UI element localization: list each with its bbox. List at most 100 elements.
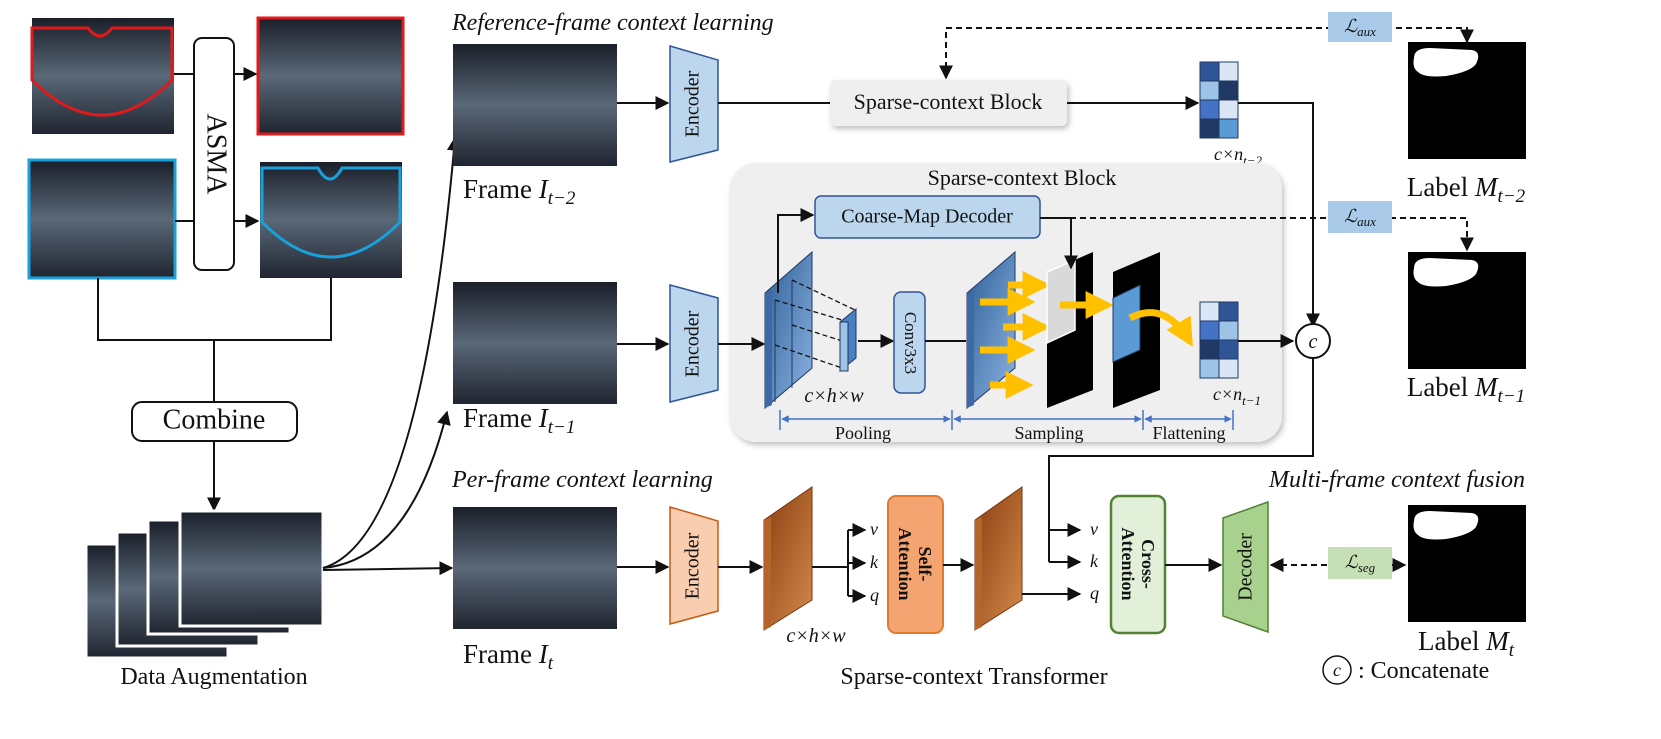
encoder-t1-label: Encoder (682, 310, 704, 377)
svg-text:ℒaux: ℒaux (1344, 16, 1376, 39)
svg-text:Label Mt: Label Mt (1418, 626, 1515, 661)
aux-loss-mid-sub: aux (1357, 214, 1376, 229)
aux-loss-top-sub: aux (1357, 24, 1376, 39)
stage-pooling: Pooling (835, 423, 891, 443)
concatenate-node: c (1295, 323, 1331, 359)
svg-text:Frame It−2: Frame It−2 (463, 174, 576, 209)
label-t-symbol: M (1485, 626, 1510, 656)
frame-t: Frame It (453, 507, 617, 674)
cross-attn-k: k (1090, 551, 1099, 571)
label-t-prefix: Label (1418, 626, 1486, 656)
decoder-label: Decoder (1235, 533, 1257, 601)
conv3x3-label: Conv3x3 (901, 312, 920, 374)
label-t1-symbol: M (1474, 372, 1499, 402)
stage-flattening: Flattening (1153, 423, 1226, 443)
augmentation-section: ASMA Combine Data Augmentation (27, 16, 405, 690)
svg-text:Cross-Attention: Cross-Attention (1118, 528, 1158, 601)
frame-t2-symbol: I (538, 174, 550, 204)
svg-text:Self-Attention: Self-Attention (895, 528, 935, 601)
label-t2-sub: t−2 (1498, 186, 1526, 207)
feature-map-blue-2 (966, 250, 1016, 410)
frame-t2-subscript: t−2 (548, 188, 576, 209)
self-attention-line1: Self- (915, 547, 935, 582)
token-t1-sub: t−1 (1242, 393, 1261, 408)
label-mask-t-minus-2: Label Mt−2 (1407, 42, 1526, 207)
pooling-dims-label: c×h×w (804, 385, 864, 407)
augmented-frame-stack (84, 509, 325, 660)
sparse-panel-title: Sparse-context Block (928, 165, 1117, 190)
self-attn-v: v (870, 519, 878, 539)
svg-text:ℒaux: ℒaux (1344, 206, 1376, 229)
asma-box (193, 37, 235, 271)
augmentation-caption: Data Augmentation (120, 664, 307, 690)
aux-loss-mid-symbol: ℒ (1344, 206, 1358, 226)
cross-attn-q: q (1090, 583, 1099, 603)
encoder-t: Encoder (669, 506, 719, 625)
encoder-t-minus-1: Encoder (669, 284, 719, 403)
ultrasound-source-red (30, 18, 174, 134)
aux-loss-top-symbol: ℒ (1344, 16, 1358, 36)
sparse-context-block-top-label: Sparse-context Block (854, 89, 1043, 114)
frame-t-symbol: I (538, 639, 550, 669)
svg-text:Frame It: Frame It (463, 639, 554, 674)
svg-text:Label Mt−1: Label Mt−1 (1407, 372, 1525, 407)
legend-symbol: c (1333, 660, 1341, 680)
encoder-t-label: Encoder (682, 532, 704, 599)
encoder-t-minus-2: Encoder (669, 45, 719, 163)
frame-t-minus-1: Frame It−1 (453, 282, 617, 438)
encoder-t2-label: Encoder (682, 70, 704, 137)
frame-t1-subscript: t−1 (548, 417, 576, 438)
label-mask-t-minus-1: Label Mt−1 (1407, 252, 1526, 407)
seg-loss-sub: seg (1358, 560, 1376, 575)
transformer-caption: Sparse-context Transformer (840, 664, 1107, 690)
label-t1-prefix: Label (1407, 372, 1475, 402)
frame-t-subscript: t (548, 653, 554, 674)
section-reference-title: Reference-frame context learning (451, 10, 774, 36)
label-t-sub: t (1509, 640, 1515, 661)
stage-brackets (779, 410, 1234, 430)
concatenate-legend: c : Concatenate (1322, 655, 1489, 685)
asma-label: ASMA (201, 114, 232, 196)
label-t2-symbol: M (1474, 172, 1499, 202)
conv3x3-box (893, 291, 926, 394)
transformer-dims-label: c×h×w (786, 625, 846, 647)
combine-label: Combine (163, 404, 266, 435)
frame-t-prefix: Frame (463, 639, 539, 669)
concatenate-node-symbol: c (1309, 331, 1318, 353)
sparse-context-block-top (830, 80, 1067, 126)
svg-text:c×nt−1: c×nt−1 (1213, 384, 1261, 408)
section-per-frame-title: Per-frame context learning (451, 467, 713, 493)
sparse-context-block-panel: Sparse-context Block Coarse-Map Decoder … (718, 163, 1282, 443)
token-grid-t-minus-2 (1199, 61, 1239, 139)
seg-loss (1328, 547, 1392, 579)
label-t1-sub: t−1 (1498, 386, 1526, 407)
self-attn-q: q (870, 585, 879, 605)
token-t2-base: c×n (1214, 144, 1243, 164)
svg-text:ℒseg: ℒseg (1345, 552, 1376, 575)
svg-text:Frame It−1: Frame It−1 (463, 403, 575, 438)
feature-map-blue (764, 250, 813, 410)
frame-t-minus-2: Frame It−2 (453, 44, 617, 209)
decoder: Decoder (1222, 500, 1269, 634)
legend-text: : Concatenate (1358, 658, 1489, 684)
frame-t2-prefix: Frame (463, 174, 539, 204)
section-multi-frame-title: Multi-frame context fusion (1268, 467, 1525, 493)
ultrasound-augmented-blue (260, 162, 402, 278)
pooled-feature-cube (839, 307, 857, 373)
sampling-arrows (980, 271, 1051, 399)
feature-map-orange (763, 486, 813, 631)
label-t2-prefix: Label (1407, 172, 1475, 202)
cross-attention-line2: Attention (1118, 528, 1138, 601)
frame-t1-prefix: Frame (463, 403, 539, 433)
token-grid-t-minus-1 (1199, 301, 1239, 379)
seg-loss-symbol: ℒ (1345, 552, 1359, 572)
ultrasound-source-blue (27, 158, 177, 280)
self-attn-k: k (870, 552, 879, 572)
label-mask-t: Label Mt (1408, 505, 1526, 661)
frame-t1-symbol: I (538, 403, 550, 433)
cross-attn-v: v (1090, 519, 1098, 539)
stage-sampling: Sampling (1014, 423, 1083, 443)
feature-map-orange-2 (974, 486, 1023, 631)
sampled-feature-map (1112, 252, 1160, 408)
